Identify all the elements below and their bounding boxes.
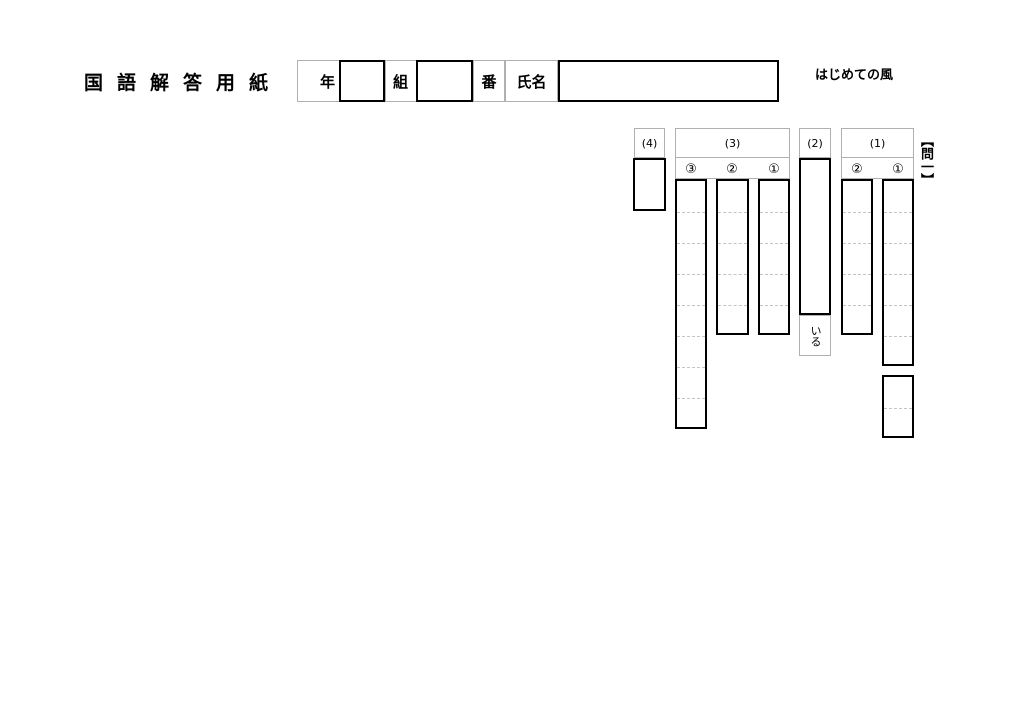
story-title: はじめての風: [815, 68, 894, 83]
answer-4[interactable]: [633, 158, 666, 211]
answer-3-1[interactable]: [758, 179, 790, 335]
answer-1-2[interactable]: [841, 179, 873, 335]
answer-3-3[interactable]: [675, 179, 707, 429]
grade-input[interactable]: [339, 60, 385, 102]
number-label: 番: [481, 72, 497, 91]
page-title: 国語解答用紙: [84, 72, 283, 94]
class-label: 組: [393, 72, 409, 91]
part-3-sub-3-label: ③: [685, 162, 697, 177]
number-cell: 番: [473, 60, 505, 102]
answer-2-suffix: いる: [799, 315, 831, 356]
part-1-header: (1): [841, 128, 914, 158]
part-1-sub-1-label: ①: [892, 162, 904, 177]
part-3-header: (3): [675, 128, 790, 158]
question-label: 【問一】: [918, 134, 933, 186]
name-cell: 氏名: [505, 60, 558, 102]
answer-3-2[interactable]: [716, 179, 749, 335]
answer-1-1-extra[interactable]: [882, 375, 914, 438]
answer-2[interactable]: [799, 158, 831, 315]
part-1-sub-2-label: ②: [851, 162, 863, 177]
part-2-header: (2): [799, 128, 831, 158]
name-input[interactable]: [558, 60, 779, 102]
part-4-header: (4): [634, 128, 665, 158]
grade-label: 年: [320, 72, 336, 91]
part-1-subheader-row: [841, 158, 914, 179]
part-3-subheader-row: [675, 158, 790, 179]
part-3-sub-1-label: ①: [768, 162, 780, 177]
class-input[interactable]: [416, 60, 473, 102]
part-3-sub-2-label: ②: [726, 162, 738, 177]
name-label: 氏名: [516, 72, 547, 91]
answer-1-1[interactable]: [882, 179, 914, 366]
